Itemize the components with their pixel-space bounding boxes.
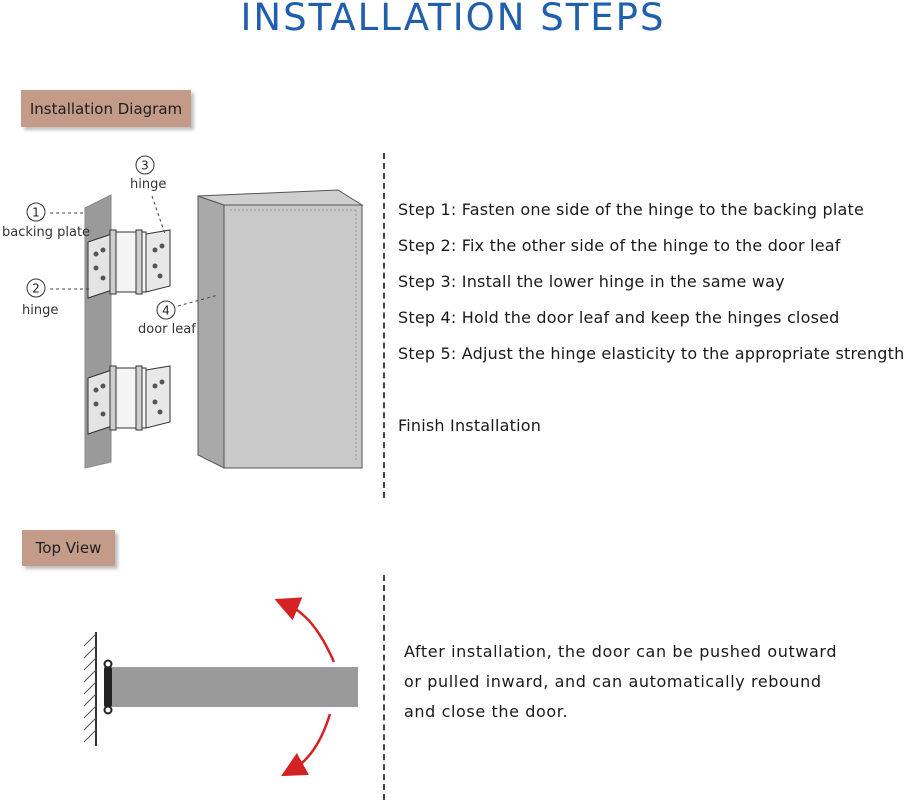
step-1: Step 1: Fasten one side of the hinge to … <box>398 200 865 219</box>
label-hinge-2: hinge <box>22 303 59 318</box>
svg-text:2: 2 <box>32 282 40 296</box>
callout-4: 4 <box>156 294 219 320</box>
topview-text-line-3: and close the door. <box>404 702 569 721</box>
door-leaf-shape <box>197 189 364 469</box>
svg-text:1: 1 <box>32 206 40 220</box>
pull-inward-arrow-icon <box>281 713 332 777</box>
step-2: Step 2: Fix the other side of the hinge … <box>398 236 841 255</box>
svg-text:3: 3 <box>141 159 149 173</box>
hinge-bar <box>103 659 113 715</box>
callout-1: 1 <box>26 202 84 222</box>
finish-installation: Finish Installation <box>398 416 542 435</box>
wall-shape <box>83 632 97 746</box>
svg-text:4: 4 <box>162 304 170 318</box>
door-slab <box>112 667 358 707</box>
top-view-diagram <box>83 597 358 777</box>
topview-text-line-2: or pulled inward, and can automatically … <box>404 672 822 691</box>
label-backing-plate: backing plate <box>2 225 91 240</box>
step-3: Step 3: Install the lower hinge in the s… <box>398 272 785 291</box>
installation-diagram-tag: Installation Diagram <box>21 90 191 127</box>
callout-2: 2 <box>26 278 92 298</box>
label-door-leaf: door leaf <box>138 322 196 337</box>
step-4: Step 4: Hold the door leaf and keep the … <box>398 308 840 327</box>
upper-hinge <box>87 229 171 299</box>
divider-upper <box>383 153 385 498</box>
push-outward-arrow-icon <box>274 597 336 663</box>
divider-lower <box>383 575 385 800</box>
topview-text-line-1: After installation, the door can be push… <box>404 642 838 661</box>
step-5: Step 5: Adjust the hinge elasticity to t… <box>398 344 905 363</box>
page-title: INSTALLATION STEPS <box>240 0 666 39</box>
lower-hinge <box>87 365 171 435</box>
installation-diagram: 1 2 3 4 <box>26 155 364 469</box>
label-hinge-3: hinge <box>130 177 167 192</box>
top-view-tag: Top View <box>22 530 115 566</box>
callout-3: 3 <box>135 155 166 235</box>
